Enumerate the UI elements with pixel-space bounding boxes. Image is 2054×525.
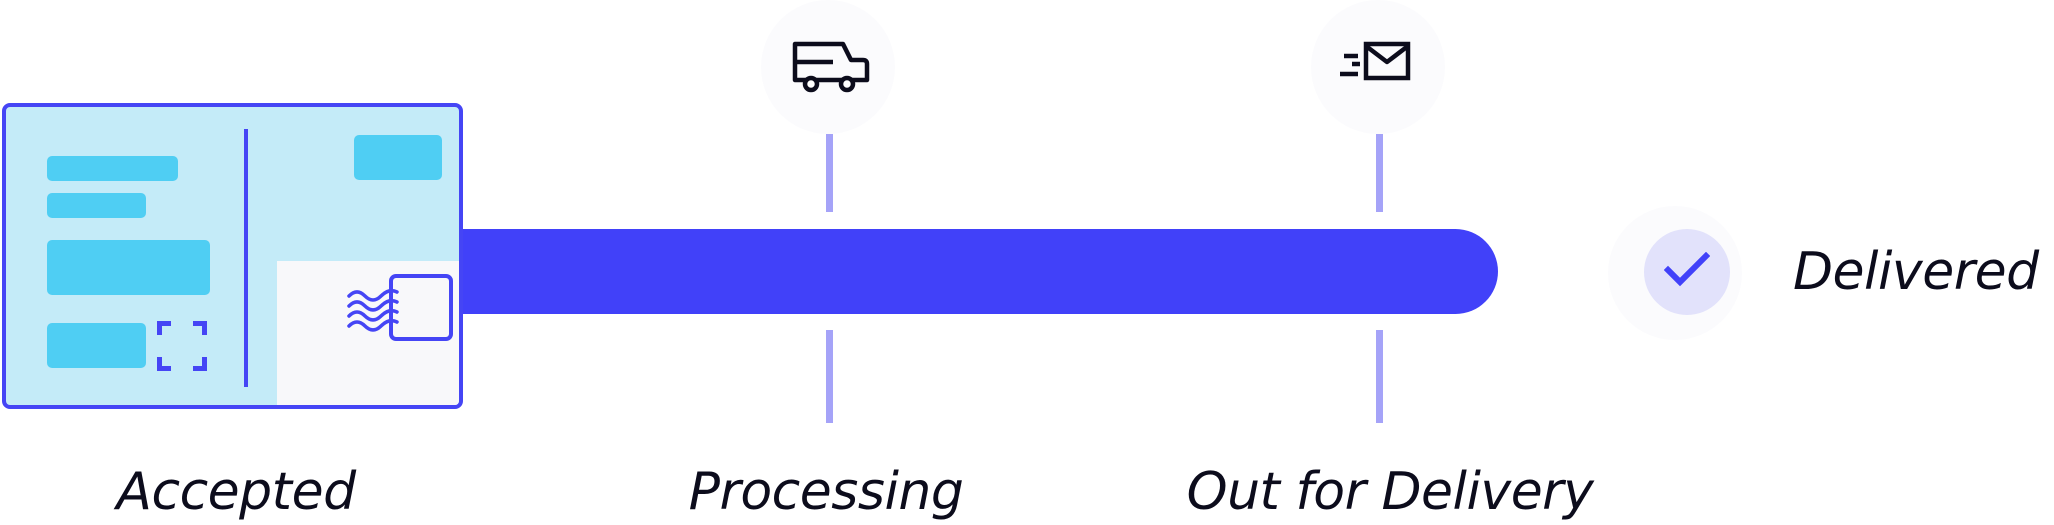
stage-label-processing: Processing — [688, 462, 964, 522]
scan-frame-icon — [157, 321, 207, 371]
processing-tick-lower — [826, 330, 833, 423]
stage-label-accepted: Accepted — [116, 462, 356, 522]
progress-bar — [440, 229, 1498, 314]
postcard-divider — [244, 129, 248, 387]
truck-icon-halo — [761, 0, 895, 134]
postmark-icon — [347, 274, 453, 341]
postcard-stamp — [354, 135, 442, 180]
postcard-stamp-area — [277, 261, 459, 405]
stage-label-out-for-delivery: Out for Delivery — [1186, 462, 1594, 522]
postcard-address-line — [47, 193, 146, 218]
processing-tick-upper — [826, 134, 833, 212]
checkmark-icon — [1664, 252, 1710, 287]
out-for-delivery-tick-lower — [1376, 330, 1383, 423]
postcard-message-block — [47, 240, 210, 295]
postcard-address-line — [47, 156, 178, 181]
fast-mail-icon-halo — [1311, 0, 1445, 134]
stage-label-delivered: Delivered — [1793, 242, 2039, 302]
out-for-delivery-tick-upper — [1376, 134, 1383, 212]
postcard-icon — [2, 103, 463, 409]
truck-icon — [792, 41, 870, 93]
fast-mail-icon — [1340, 41, 1411, 81]
postcard-footer-block — [47, 323, 146, 368]
